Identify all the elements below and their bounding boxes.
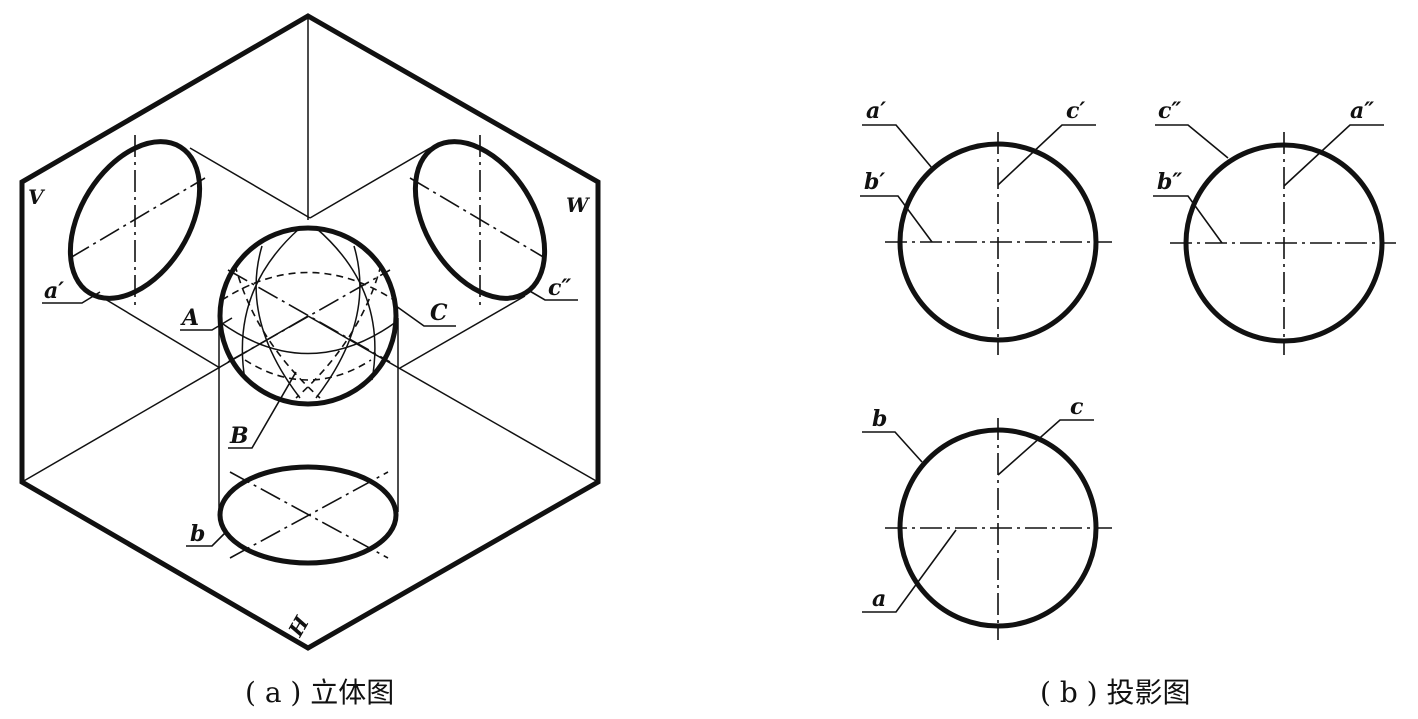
label-B: B (229, 423, 249, 449)
label-top-a: a (872, 586, 886, 612)
label-side-c: c″ (1158, 98, 1181, 124)
label-a-prime: a′ (44, 278, 64, 304)
leader-B (228, 371, 297, 449)
leader-A (180, 317, 233, 331)
plane-label-v: V (28, 185, 46, 209)
ellipse-h-centerline-2 (229, 471, 389, 559)
caption-a: ( a ) 立体图 (245, 676, 394, 709)
leader-side-c (1155, 124, 1229, 159)
sphere-top-arc-a (255, 245, 301, 399)
leader-b (186, 531, 227, 547)
sphere-front-arc (219, 321, 397, 355)
sphere-left-arc-visible (241, 227, 301, 381)
label-side-b: b″ (1157, 169, 1182, 195)
sphere-centerline-1 (227, 269, 391, 363)
projector-w-2 (399, 295, 526, 369)
ellipse-v-slant-centerline (69, 177, 206, 259)
leader-c2 (527, 289, 578, 301)
label-top-c: c (1070, 394, 1084, 420)
projector-w-1 (309, 147, 431, 219)
leader-front-a (862, 124, 933, 169)
label-front-c: c′ (1066, 98, 1085, 124)
sphere-centerline-2 (227, 269, 391, 363)
sphere-hidden-arc-left (234, 264, 321, 399)
leader-side-b (1153, 195, 1223, 244)
label-side-a: a″ (1350, 98, 1374, 124)
label-b-iso: b (190, 521, 205, 547)
leader-front-b (860, 195, 933, 243)
side-view: c″ a″ b″ (1153, 98, 1396, 355)
label-A: A (180, 305, 199, 331)
projector-v-1 (189, 147, 311, 219)
ellipse-w-plane (412, 139, 548, 301)
label-front-b: b′ (864, 169, 885, 195)
label-front-a: a′ (866, 98, 886, 124)
leader-C (395, 305, 456, 327)
leader-top-a (862, 529, 957, 613)
front-view: a′ c′ b′ (860, 98, 1112, 355)
sphere-hidden-arc-right (295, 264, 382, 399)
leader-side-a (1283, 124, 1384, 187)
projection-views: a′ c′ b′ c″ a″ b″ b c a (860, 98, 1396, 709)
isometric-view: a′ A C c″ B b V W H ( a ) 立体图 (19, 13, 601, 709)
ellipse-h-plane (217, 464, 399, 566)
top-view: b c a (862, 394, 1112, 640)
sphere-top-arc-c (315, 245, 361, 399)
ellipse-v-plane (67, 139, 203, 301)
label-top-b: b (872, 406, 887, 432)
leader-top-b (862, 431, 923, 463)
projector-v-2 (99, 295, 221, 369)
leader-front-c (997, 124, 1096, 186)
caption-b: ( b ) 投影图 (1040, 676, 1190, 709)
sphere-right-arc-visible (315, 227, 376, 381)
sphere-outline (217, 225, 399, 407)
leader-top-c (997, 419, 1094, 476)
sphere-hidden-arc-bottom (244, 359, 372, 381)
label-c-double-prime: c″ (548, 275, 571, 301)
plane-label-w: W (566, 193, 591, 217)
leader-a1 (42, 291, 101, 304)
ellipse-w-slant-centerline (409, 177, 546, 259)
hexagon-outline (19, 13, 601, 651)
label-C: C (430, 300, 448, 326)
sphere-hidden-arc-top (221, 271, 395, 301)
